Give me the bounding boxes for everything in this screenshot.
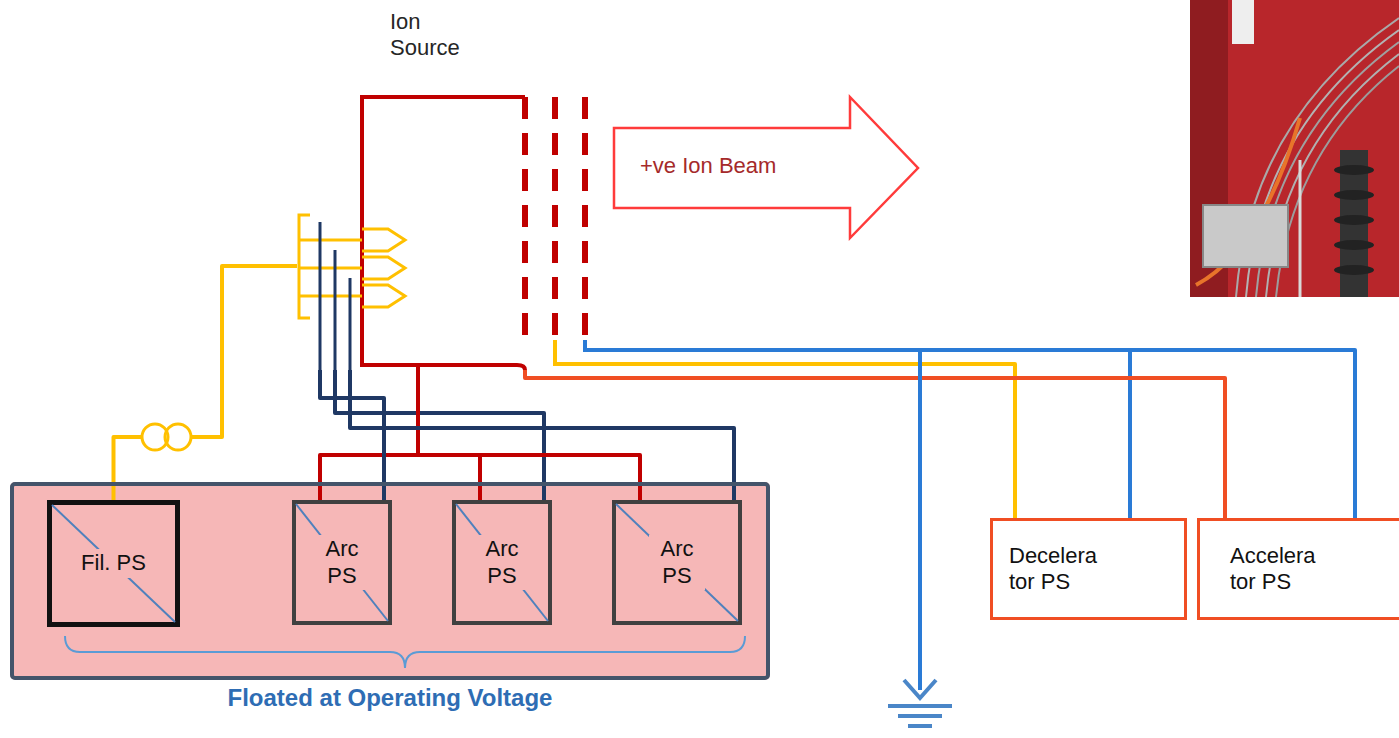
photo-orange-cable <box>1196 118 1300 285</box>
supply-diagonal <box>52 505 175 622</box>
wire-connector <box>335 370 544 500</box>
supply-label: Arc PS <box>474 535 530 590</box>
photo-metal-box <box>1203 205 1288 267</box>
supply-label: Decelera tor PS <box>1009 543 1114 596</box>
filament <box>299 229 405 251</box>
ion-source-drawing <box>297 97 598 370</box>
photo-sticker <box>1232 0 1254 44</box>
accelerator-supply: Accelera tor PS <box>1197 518 1399 620</box>
filament <box>299 257 405 279</box>
photo-rib <box>1334 190 1374 200</box>
equipment-photo <box>1190 0 1399 297</box>
floating-panel: Floated at Operating VoltageFil. PSArc P… <box>10 482 770 680</box>
extraction-grid <box>582 97 588 340</box>
panel-fill <box>10 482 770 680</box>
beam-label: +ve Ion Beam <box>640 153 776 179</box>
filament-lead <box>319 222 322 370</box>
wire-connector <box>418 370 640 500</box>
arc-supply: Arc PS <box>612 500 742 625</box>
grid-lead <box>585 340 598 350</box>
wire-connector <box>418 370 480 500</box>
filament-lead <box>334 250 337 370</box>
wire-connector <box>114 266 298 500</box>
supply-label: Fil. PS <box>78 549 149 577</box>
photo-cable <box>1276 66 1399 297</box>
ion-beam-arrow: +ve Ion Beam <box>612 95 920 240</box>
supply-label: Arc PS <box>649 535 705 590</box>
grouping-brace <box>65 636 745 668</box>
filament-supply: Fil. PS <box>47 500 180 627</box>
chamber-outline <box>362 97 525 370</box>
beam-arrow-outline <box>614 97 918 238</box>
photo-rib <box>1334 240 1374 250</box>
wire-connector <box>598 350 1130 518</box>
filament-lead <box>349 278 352 370</box>
supply-diagonal <box>616 504 738 621</box>
photo-insulator-ribs <box>1334 165 1374 275</box>
photo-rod <box>1299 160 1302 297</box>
photo-rib <box>1334 265 1374 275</box>
source-label: Ion Source <box>390 9 480 62</box>
ion-source-parts <box>299 97 598 370</box>
arc-supply: Arc PS <box>292 500 392 625</box>
extraction-grid <box>552 97 558 340</box>
wire-connector <box>598 364 1015 518</box>
wire-connector <box>598 350 1355 518</box>
ground-wire <box>918 350 922 690</box>
supply-diagonal <box>456 504 548 621</box>
ground-symbol <box>888 350 952 726</box>
chamber-lead <box>416 365 420 370</box>
photo-rib <box>1334 215 1374 225</box>
filament <box>299 285 405 307</box>
arc-supply: Arc PS <box>452 500 552 625</box>
wire-connector <box>525 370 1225 518</box>
panel-caption: Floated at Operating Voltage <box>14 684 766 713</box>
ground-arrow <box>904 680 936 698</box>
wire-connector <box>350 370 734 500</box>
transformer-symbol <box>142 424 191 450</box>
transformer-coil <box>165 424 191 450</box>
extraction-grid <box>522 97 528 340</box>
supply-label: Accelera tor PS <box>1230 543 1335 596</box>
photo-ground <box>1190 0 1399 297</box>
decelerator-supply: Decelera tor PS <box>990 518 1187 620</box>
photo-rib <box>1334 165 1374 175</box>
ground-bars <box>888 706 952 726</box>
supply-label: Arc PS <box>314 535 370 590</box>
supply-diagonal <box>296 504 388 621</box>
grid-lead <box>555 340 598 364</box>
ion-source: Ion Source <box>297 97 598 370</box>
